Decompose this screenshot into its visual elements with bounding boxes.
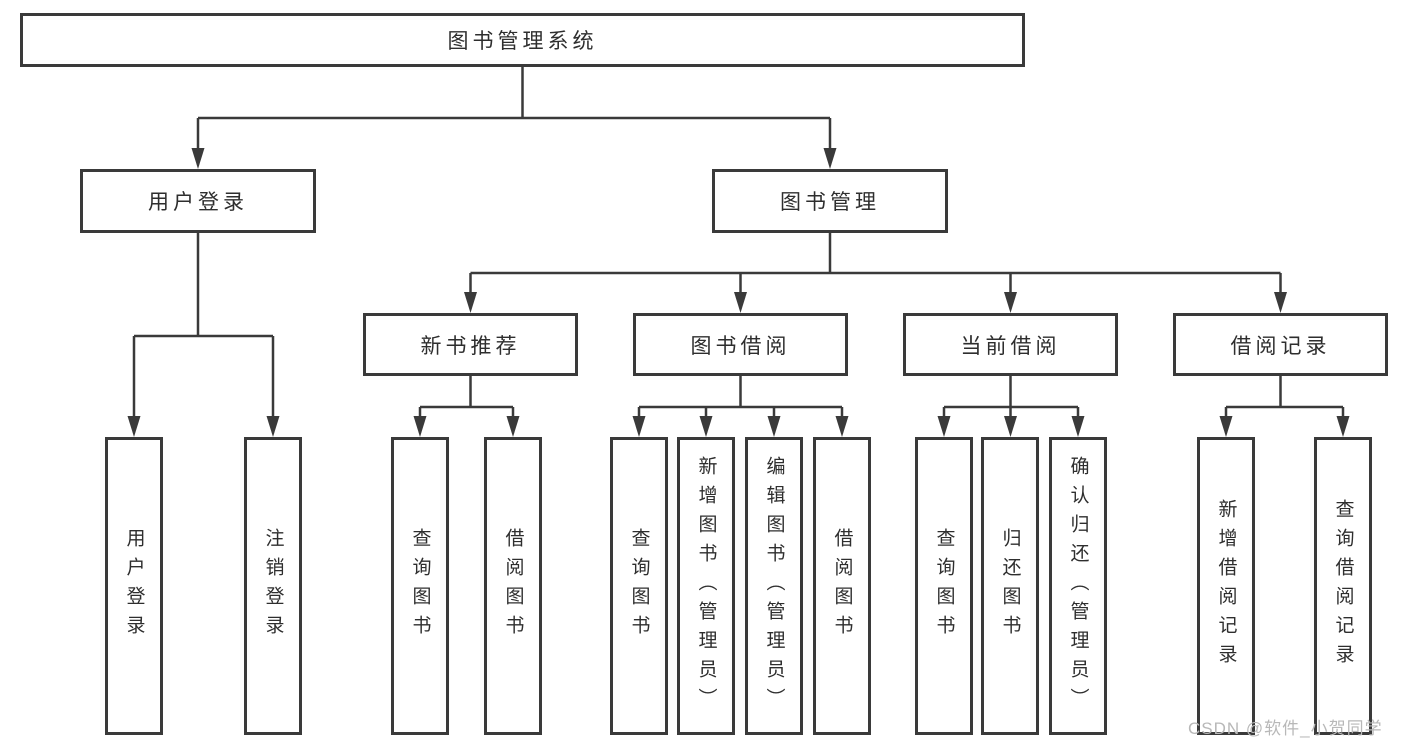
connector-borrow-records-to-leaves — [1224, 376, 1345, 420]
arrow-down-icon — [734, 292, 747, 313]
arrow-down-icon — [1071, 416, 1085, 437]
arrowhead-icons — [127, 148, 1350, 437]
node-user-login: 用户登录 — [80, 169, 316, 233]
arrow-down-icon — [1274, 292, 1287, 313]
node-new-book-recommend: 新书推荐 — [363, 313, 578, 376]
arrow-down-icon — [937, 416, 951, 437]
node-add-book-admin: 新增图书（管理员） — [677, 437, 735, 735]
node-query-books-recommend: 查询图书 — [391, 437, 449, 735]
arrow-down-icon — [266, 416, 280, 437]
arrow-down-icon — [191, 148, 205, 169]
arrow-down-icon — [767, 416, 781, 437]
connector-current-borrow-to-leaves — [942, 376, 1080, 420]
csdn-watermark: CSDN @软件_小贺同学 — [1188, 719, 1383, 738]
connector-root-to-level2 — [196, 67, 832, 152]
node-current-borrow: 当前借阅 — [903, 313, 1118, 376]
connector-new-book-recommend-to-leaves — [418, 376, 515, 420]
arrow-down-icon — [1336, 416, 1350, 437]
connector-book-management-to-level3 — [469, 233, 1282, 296]
arrow-down-icon — [632, 416, 646, 437]
node-root: 图书管理系统 — [20, 13, 1025, 67]
node-confirm-return-admin: 确认归还（管理员） — [1049, 437, 1107, 735]
connector-user-login-to-leaves — [132, 233, 275, 420]
node-query-books-current: 查询图书 — [915, 437, 973, 735]
node-user-login-leaf: 用户登录 — [105, 437, 163, 735]
node-book-management: 图书管理 — [712, 169, 948, 233]
node-borrow-books-recommend: 借阅图书 — [484, 437, 542, 735]
arrow-down-icon — [699, 416, 713, 437]
node-query-books-borrow: 查询图书 — [610, 437, 668, 735]
node-book-borrow: 图书借阅 — [633, 313, 848, 376]
arrow-down-icon — [1219, 416, 1233, 437]
node-borrow-records: 借阅记录 — [1173, 313, 1388, 376]
arrow-down-icon — [127, 416, 141, 437]
arrow-down-icon — [835, 416, 849, 437]
node-add-borrow-record: 新增借阅记录 — [1197, 437, 1255, 735]
arrow-down-icon — [1004, 416, 1017, 437]
arrow-down-icon — [1004, 292, 1017, 313]
connector-book-borrow-to-leaves — [637, 376, 844, 420]
node-return-book: 归还图书 — [981, 437, 1039, 735]
arrow-down-icon — [823, 148, 837, 169]
node-borrow-books-leaf: 借阅图书 — [813, 437, 871, 735]
arrow-down-icon — [464, 292, 477, 313]
node-query-borrow-record: 查询借阅记录 — [1314, 437, 1372, 735]
node-logout-leaf: 注销登录 — [244, 437, 302, 735]
node-edit-book-admin: 编辑图书（管理员） — [745, 437, 803, 735]
arrow-down-icon — [506, 416, 520, 437]
arrow-down-icon — [413, 416, 427, 437]
